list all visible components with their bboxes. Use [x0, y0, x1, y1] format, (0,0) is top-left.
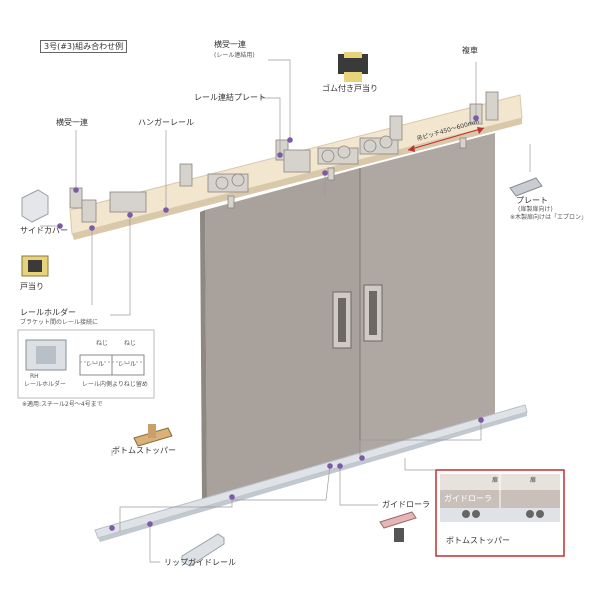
- label-rail-2: レール: [118, 361, 137, 368]
- inset-label-door-2: 扉: [530, 477, 537, 484]
- left-door: [205, 168, 360, 497]
- plate-part: [509, 177, 543, 197]
- label-yoko-uke: 横受一連: [56, 118, 88, 127]
- pitch-arrow: [407, 127, 485, 151]
- label-rh-name: レールホルダー: [24, 381, 67, 388]
- label-gomutsuki-toatari: ゴム付き戸当り: [322, 84, 378, 93]
- label-nezi-1: ねじ: [96, 340, 109, 347]
- lip-guide-rail-part: [181, 533, 225, 567]
- label-rh-caption: レール内側よりねじ留め: [82, 381, 148, 388]
- label-bottom-stopper: ボトムストッパー: [112, 446, 176, 455]
- inset-label-guide-roller: ガイドローラ: [444, 494, 492, 503]
- label-rh: RH: [30, 373, 39, 380]
- label-guide-roller: ガイドローラ: [382, 500, 430, 509]
- label-fukusha: 複車: [462, 46, 478, 55]
- label-yoko-uke-renketsu: 横受一連: [214, 40, 246, 49]
- label-hanger-rail: ハンガーレール: [138, 118, 194, 127]
- label-plate-note1: (扉製扉向け): [518, 206, 553, 213]
- side-cover-part: [21, 189, 49, 223]
- label-rail-1: レール: [86, 361, 105, 368]
- label-side-cover: サイドカバー: [20, 226, 68, 235]
- label-yoko-uke-renketsu-note: (レール連結用): [214, 52, 255, 59]
- door-stop-part: [21, 255, 49, 277]
- label-plate-note2: ※木製扉向けは「エプロン」: [510, 214, 588, 221]
- label-nezi-2: ねじ: [124, 340, 137, 347]
- leader-lines: [40, 59, 531, 563]
- label-toatari: 戸当り: [20, 282, 44, 291]
- hanger-hardware: [69, 91, 499, 223]
- label-plate: プレート: [516, 196, 548, 205]
- rubber-door-stop-part: [338, 52, 368, 82]
- label-rh-note: ※適用:スチール2号〜4号まで: [22, 401, 103, 408]
- guide-roller-part: [379, 511, 417, 529]
- label-rail-holder-note: ブラケット間のレール接続に: [20, 319, 99, 326]
- right-door: [360, 133, 495, 454]
- hanger-rail-underside: [72, 118, 522, 240]
- label-rail-holder: レールホルダー: [20, 308, 76, 317]
- inset-label-door-1: 扉: [492, 477, 499, 484]
- label-lip-guide-rail: リップガイドレール: [164, 558, 236, 567]
- label-rail-renketsu-plate: レール連結プレート: [194, 93, 266, 102]
- inset-label-bottom-stopper: ボトムストッパー: [446, 536, 510, 545]
- title-tag: 3号(#3)組み合わせ例: [40, 40, 128, 53]
- left-door-edge: [200, 210, 207, 499]
- callout-dots: [57, 115, 484, 531]
